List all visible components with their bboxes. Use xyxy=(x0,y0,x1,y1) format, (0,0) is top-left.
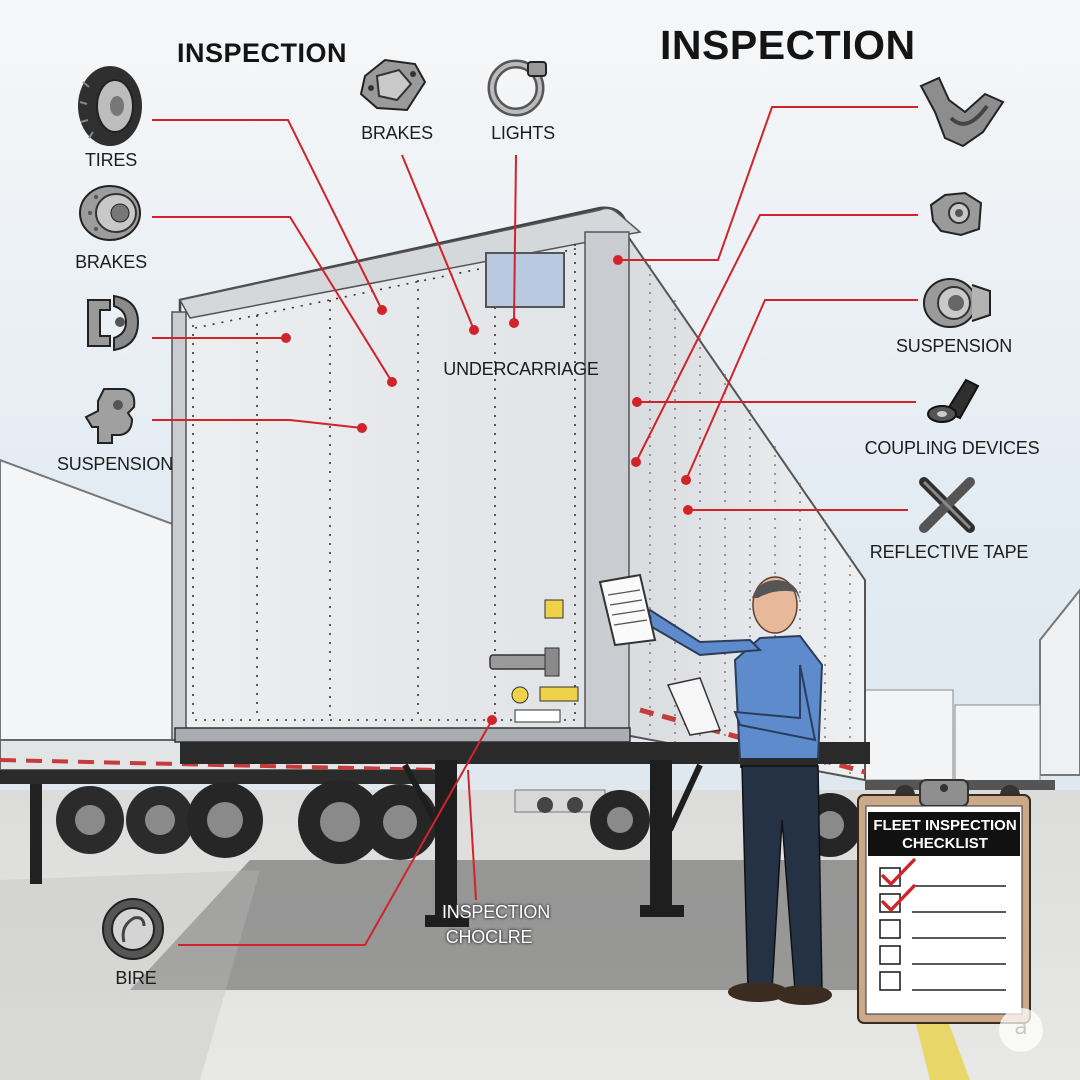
checklist-header-band xyxy=(868,812,1020,856)
fleet-checklist-clipboard xyxy=(857,779,1031,1024)
suspension-bracket-icon xyxy=(80,292,144,354)
checklist-title: FLEET INSPECTION CHECKLIST xyxy=(873,817,1017,852)
trailer-placard xyxy=(485,252,565,308)
checklist-checkbox xyxy=(879,945,901,965)
air-bag-icon xyxy=(920,275,994,331)
label-brakes-left: BRAKES xyxy=(75,252,147,272)
label-suspension-right: SUSPENSION xyxy=(895,336,1013,356)
trailer-frame xyxy=(180,742,870,764)
inspector-shirt xyxy=(733,634,824,761)
label-bire: BIRE xyxy=(115,968,157,988)
fifth-wheel-icon xyxy=(915,72,1007,154)
brake-drum-icon xyxy=(76,183,144,243)
checklist-rows xyxy=(879,858,1006,991)
label-inspection-line2: CHOCLRE xyxy=(445,927,533,947)
light-ring-icon xyxy=(486,56,552,118)
landing-gear xyxy=(402,760,703,927)
label-coupling-devices: COUPLING DEVICES xyxy=(864,438,1040,458)
left-title: INSPECTION xyxy=(177,38,348,68)
kingpin-icon xyxy=(922,372,982,426)
checklist-row xyxy=(879,919,1006,939)
coupling-hook-icon xyxy=(82,385,140,447)
checkmark-icon xyxy=(881,858,916,887)
tire-icon xyxy=(75,62,145,150)
inspector-figure xyxy=(598,573,832,1005)
background-trailer-left xyxy=(0,458,441,884)
checklist-row xyxy=(879,971,1006,991)
label-reflective-tape: REFLECTIVE TAPE xyxy=(869,542,1029,562)
label-lights-top: LIGHTS xyxy=(491,123,555,143)
checklist-row xyxy=(879,945,1006,965)
trailer-shadow xyxy=(130,860,900,990)
callout-lines xyxy=(152,106,918,946)
label-brakes-top: BRAKES xyxy=(361,123,433,143)
callout-markers xyxy=(281,255,693,725)
label-suspension-left: SUSPENSION xyxy=(56,454,174,474)
held-clipboard xyxy=(598,573,657,647)
main-title: INSPECTION xyxy=(660,22,916,68)
label-inspection-line1: INSPECTION xyxy=(441,902,551,922)
label-undercarriage: UNDERCARRIAGE xyxy=(443,359,599,379)
watermark-logo: a xyxy=(999,1008,1043,1052)
brake-chamber-icon xyxy=(925,185,987,241)
wheel-icon xyxy=(100,896,166,962)
checklist-checkbox xyxy=(879,971,901,991)
label-tires: TIRES xyxy=(84,150,138,170)
crossed-tools-icon xyxy=(914,474,980,536)
checklist-row xyxy=(879,858,1006,887)
checkmark-icon xyxy=(881,884,916,913)
checklist-row xyxy=(879,884,1006,913)
checklist-checkbox xyxy=(879,919,901,939)
brake-bracket-icon xyxy=(355,56,429,116)
